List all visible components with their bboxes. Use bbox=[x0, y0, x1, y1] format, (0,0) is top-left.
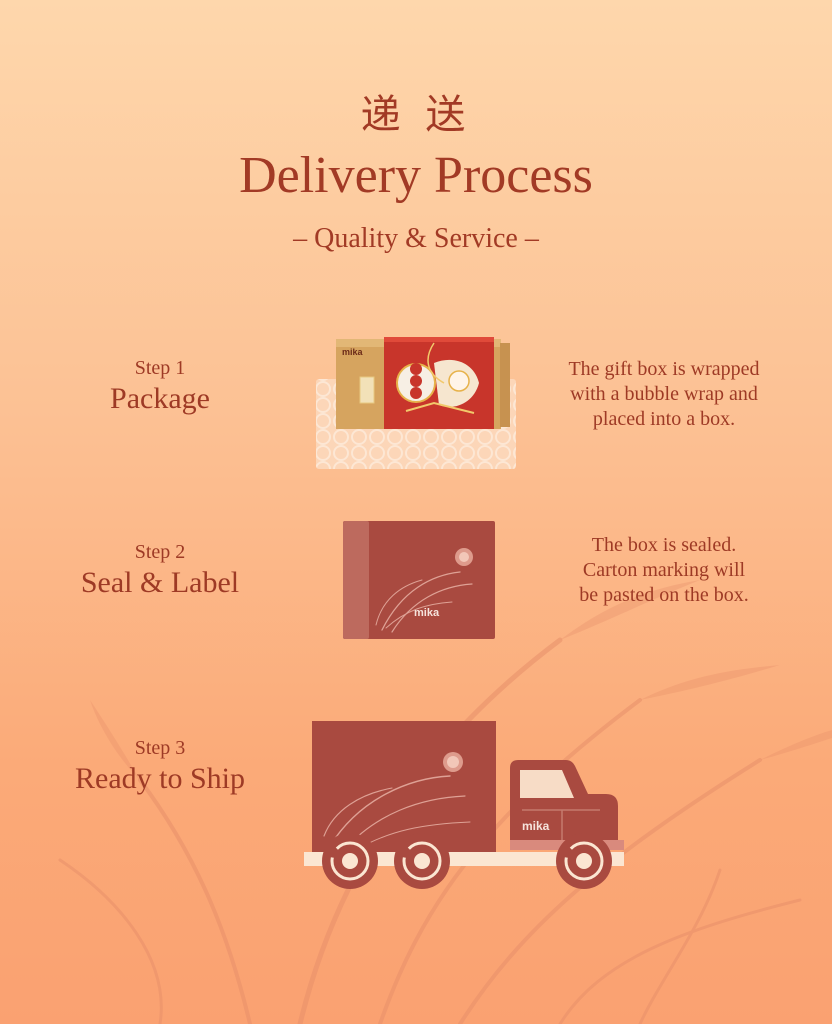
step-2-description-line: be pasted on the box. bbox=[579, 584, 749, 606]
truck-wheel bbox=[556, 833, 612, 889]
package-logo: mika bbox=[342, 347, 364, 357]
step-1-label: Step 1 Package bbox=[30, 355, 290, 417]
box-logo: mika bbox=[414, 607, 440, 619]
chinese-title: 递 送 bbox=[360, 92, 472, 138]
page-title: Delivery Process bbox=[239, 147, 593, 204]
page-subtitle: – Quality & Service – bbox=[293, 223, 539, 254]
step-2-label: Step 2 Seal & Label bbox=[30, 539, 290, 601]
step-1-description-line: placed into a box. bbox=[592, 408, 736, 430]
step-1-name: Package bbox=[110, 382, 210, 415]
step-3-label: Step 3 Ready to Ship bbox=[30, 735, 290, 797]
step-3-number: Step 3 bbox=[134, 737, 186, 759]
step-1-number: Step 1 bbox=[134, 357, 186, 379]
step-2-number: Step 2 bbox=[134, 541, 186, 563]
truck-wheel bbox=[322, 833, 378, 889]
delivery-truck-icon: mika bbox=[304, 721, 624, 889]
truck-logo: mika bbox=[522, 819, 550, 833]
page-header: 递 送 Delivery Process – Quality & Service… bbox=[0, 85, 832, 257]
step-2-name: Seal & Label bbox=[80, 566, 240, 599]
step-2-description: The box is sealed. Carton marking will b… bbox=[544, 533, 784, 608]
step-1-description-line: The gift box is wrapped bbox=[568, 358, 760, 380]
step-2-description-line: Carton marking will bbox=[582, 559, 746, 581]
step-2-description-line: The box is sealed. bbox=[591, 534, 737, 556]
truck-wheel bbox=[394, 833, 450, 889]
step-3-name: Ready to Ship bbox=[75, 762, 245, 795]
package-icon: mika bbox=[316, 337, 516, 469]
step-1-description: The gift box is wrapped with a bubble wr… bbox=[544, 357, 784, 432]
step-1-description-line: with a bubble wrap and bbox=[570, 383, 758, 405]
sealed-box-icon: mika bbox=[343, 521, 495, 639]
